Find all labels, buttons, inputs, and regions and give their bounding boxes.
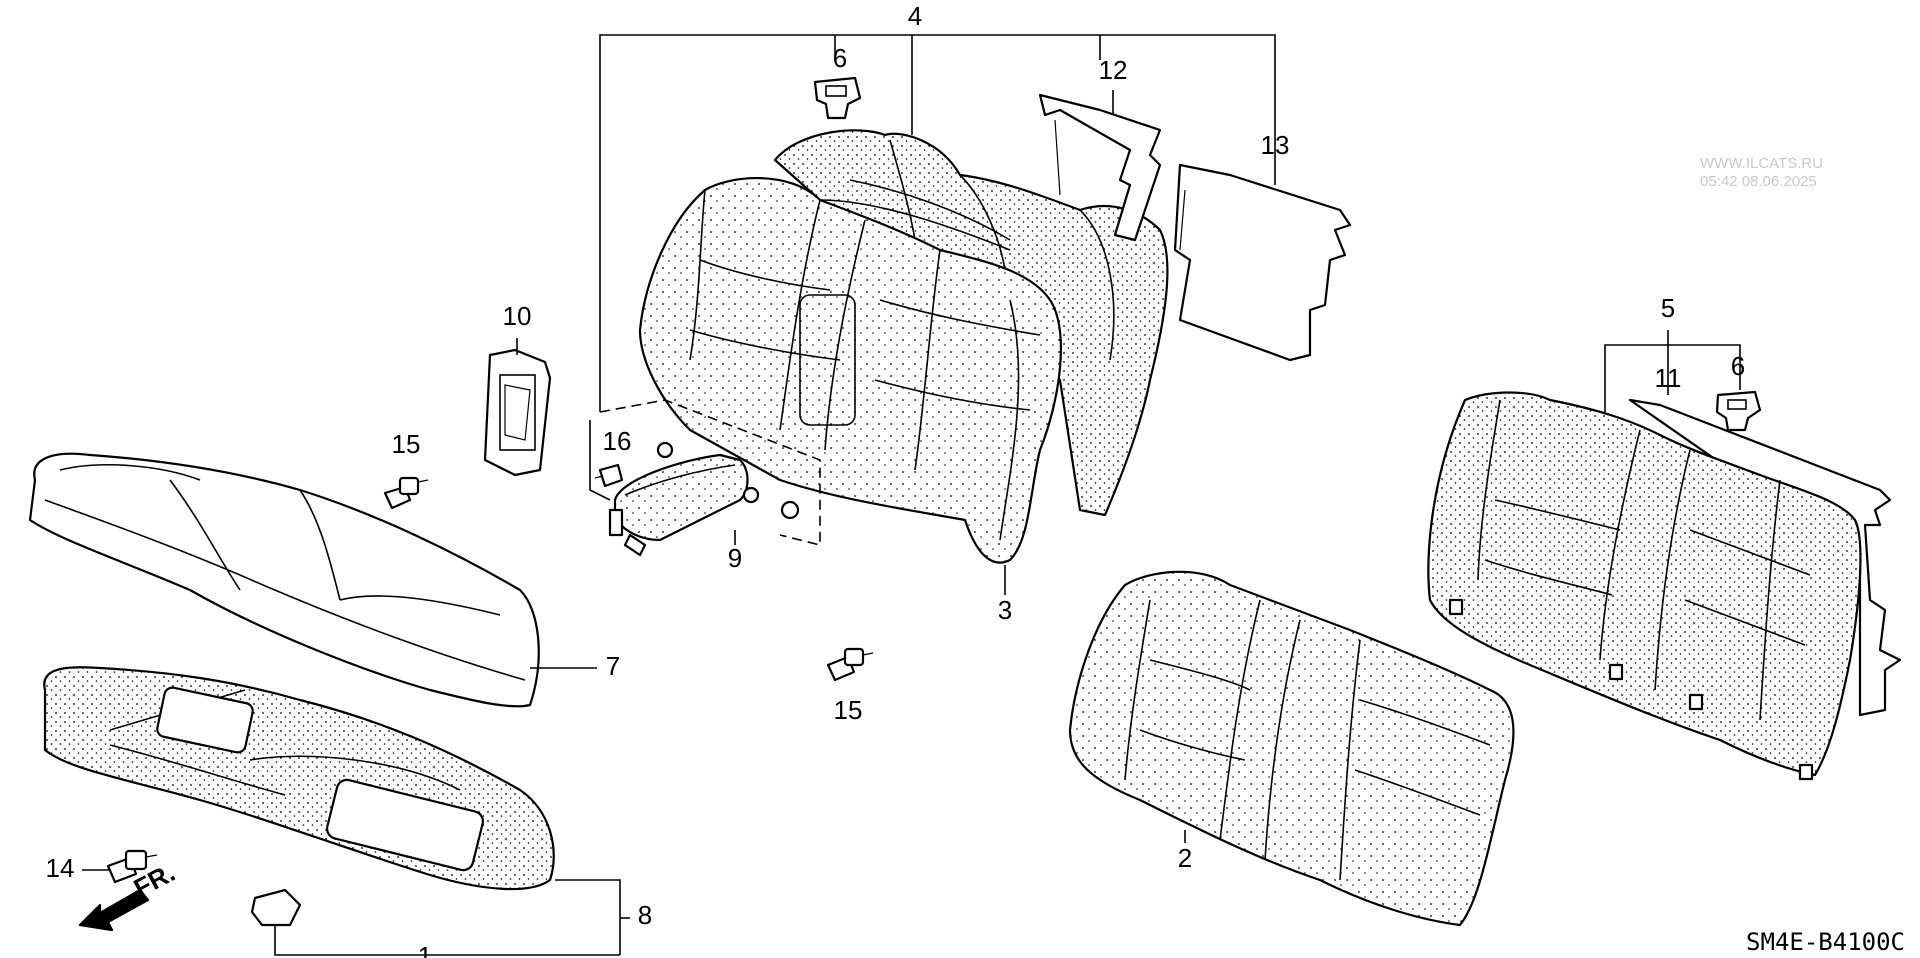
callout-8: 8 xyxy=(638,900,652,930)
bolt-15-center xyxy=(826,647,874,682)
nut-16 xyxy=(656,441,800,520)
bolt-15-left xyxy=(383,476,429,510)
callout-1-bracket xyxy=(274,925,620,956)
callout-5-bracket xyxy=(1604,330,1741,440)
watermark-site: WWW.ILCATS.RU xyxy=(1700,155,1823,172)
panel-11 xyxy=(1628,398,1902,717)
watermark-time: 05:42 08.06.2025 xyxy=(1700,173,1817,190)
diagram-code: SM4E-B4100C xyxy=(1746,928,1905,956)
callout-8-bracket xyxy=(555,879,630,955)
seatback-5 xyxy=(1427,391,1862,781)
callout-3: 3 xyxy=(998,595,1012,625)
callout-4-bracket xyxy=(599,34,1276,412)
callout-9: 9 xyxy=(728,543,742,573)
seat-cushion-8 xyxy=(43,666,555,891)
callout-15-center: 15 xyxy=(834,695,863,725)
bolt-14 xyxy=(106,849,158,884)
callout-16: 16 xyxy=(603,426,632,456)
callout-2: 2 xyxy=(1178,843,1192,873)
callout-15-left: 15 xyxy=(392,429,421,459)
callout-13: 13 xyxy=(1261,130,1290,160)
clip-6-top xyxy=(813,76,862,120)
clip-bottom xyxy=(250,888,302,927)
callout-1: 1 xyxy=(418,941,432,958)
front-arrow-icon xyxy=(78,888,150,932)
callout-6-top: 6 xyxy=(833,43,847,73)
panel-13 xyxy=(1173,163,1352,362)
callout-11: 11 xyxy=(1655,363,1682,393)
armrest-bracket-outline xyxy=(589,399,821,547)
seatback-3 xyxy=(638,177,1063,564)
callout-6-right: 6 xyxy=(1731,351,1745,381)
callout-10: 10 xyxy=(503,301,532,331)
cover-plate-10 xyxy=(483,348,552,477)
panel-12 xyxy=(1038,93,1162,242)
seatback-2 xyxy=(1068,570,1515,927)
callout-7: 7 xyxy=(606,651,620,681)
bolt-16 xyxy=(594,463,624,488)
armrest-9 xyxy=(608,453,760,557)
seat-cushion-cover-7 xyxy=(28,452,540,708)
clip-6-right xyxy=(1715,390,1762,432)
callout-14: 14 xyxy=(46,853,75,883)
callout-4: 4 xyxy=(908,1,922,31)
callout-5: 5 xyxy=(1661,293,1675,323)
callout-12: 12 xyxy=(1099,55,1128,85)
